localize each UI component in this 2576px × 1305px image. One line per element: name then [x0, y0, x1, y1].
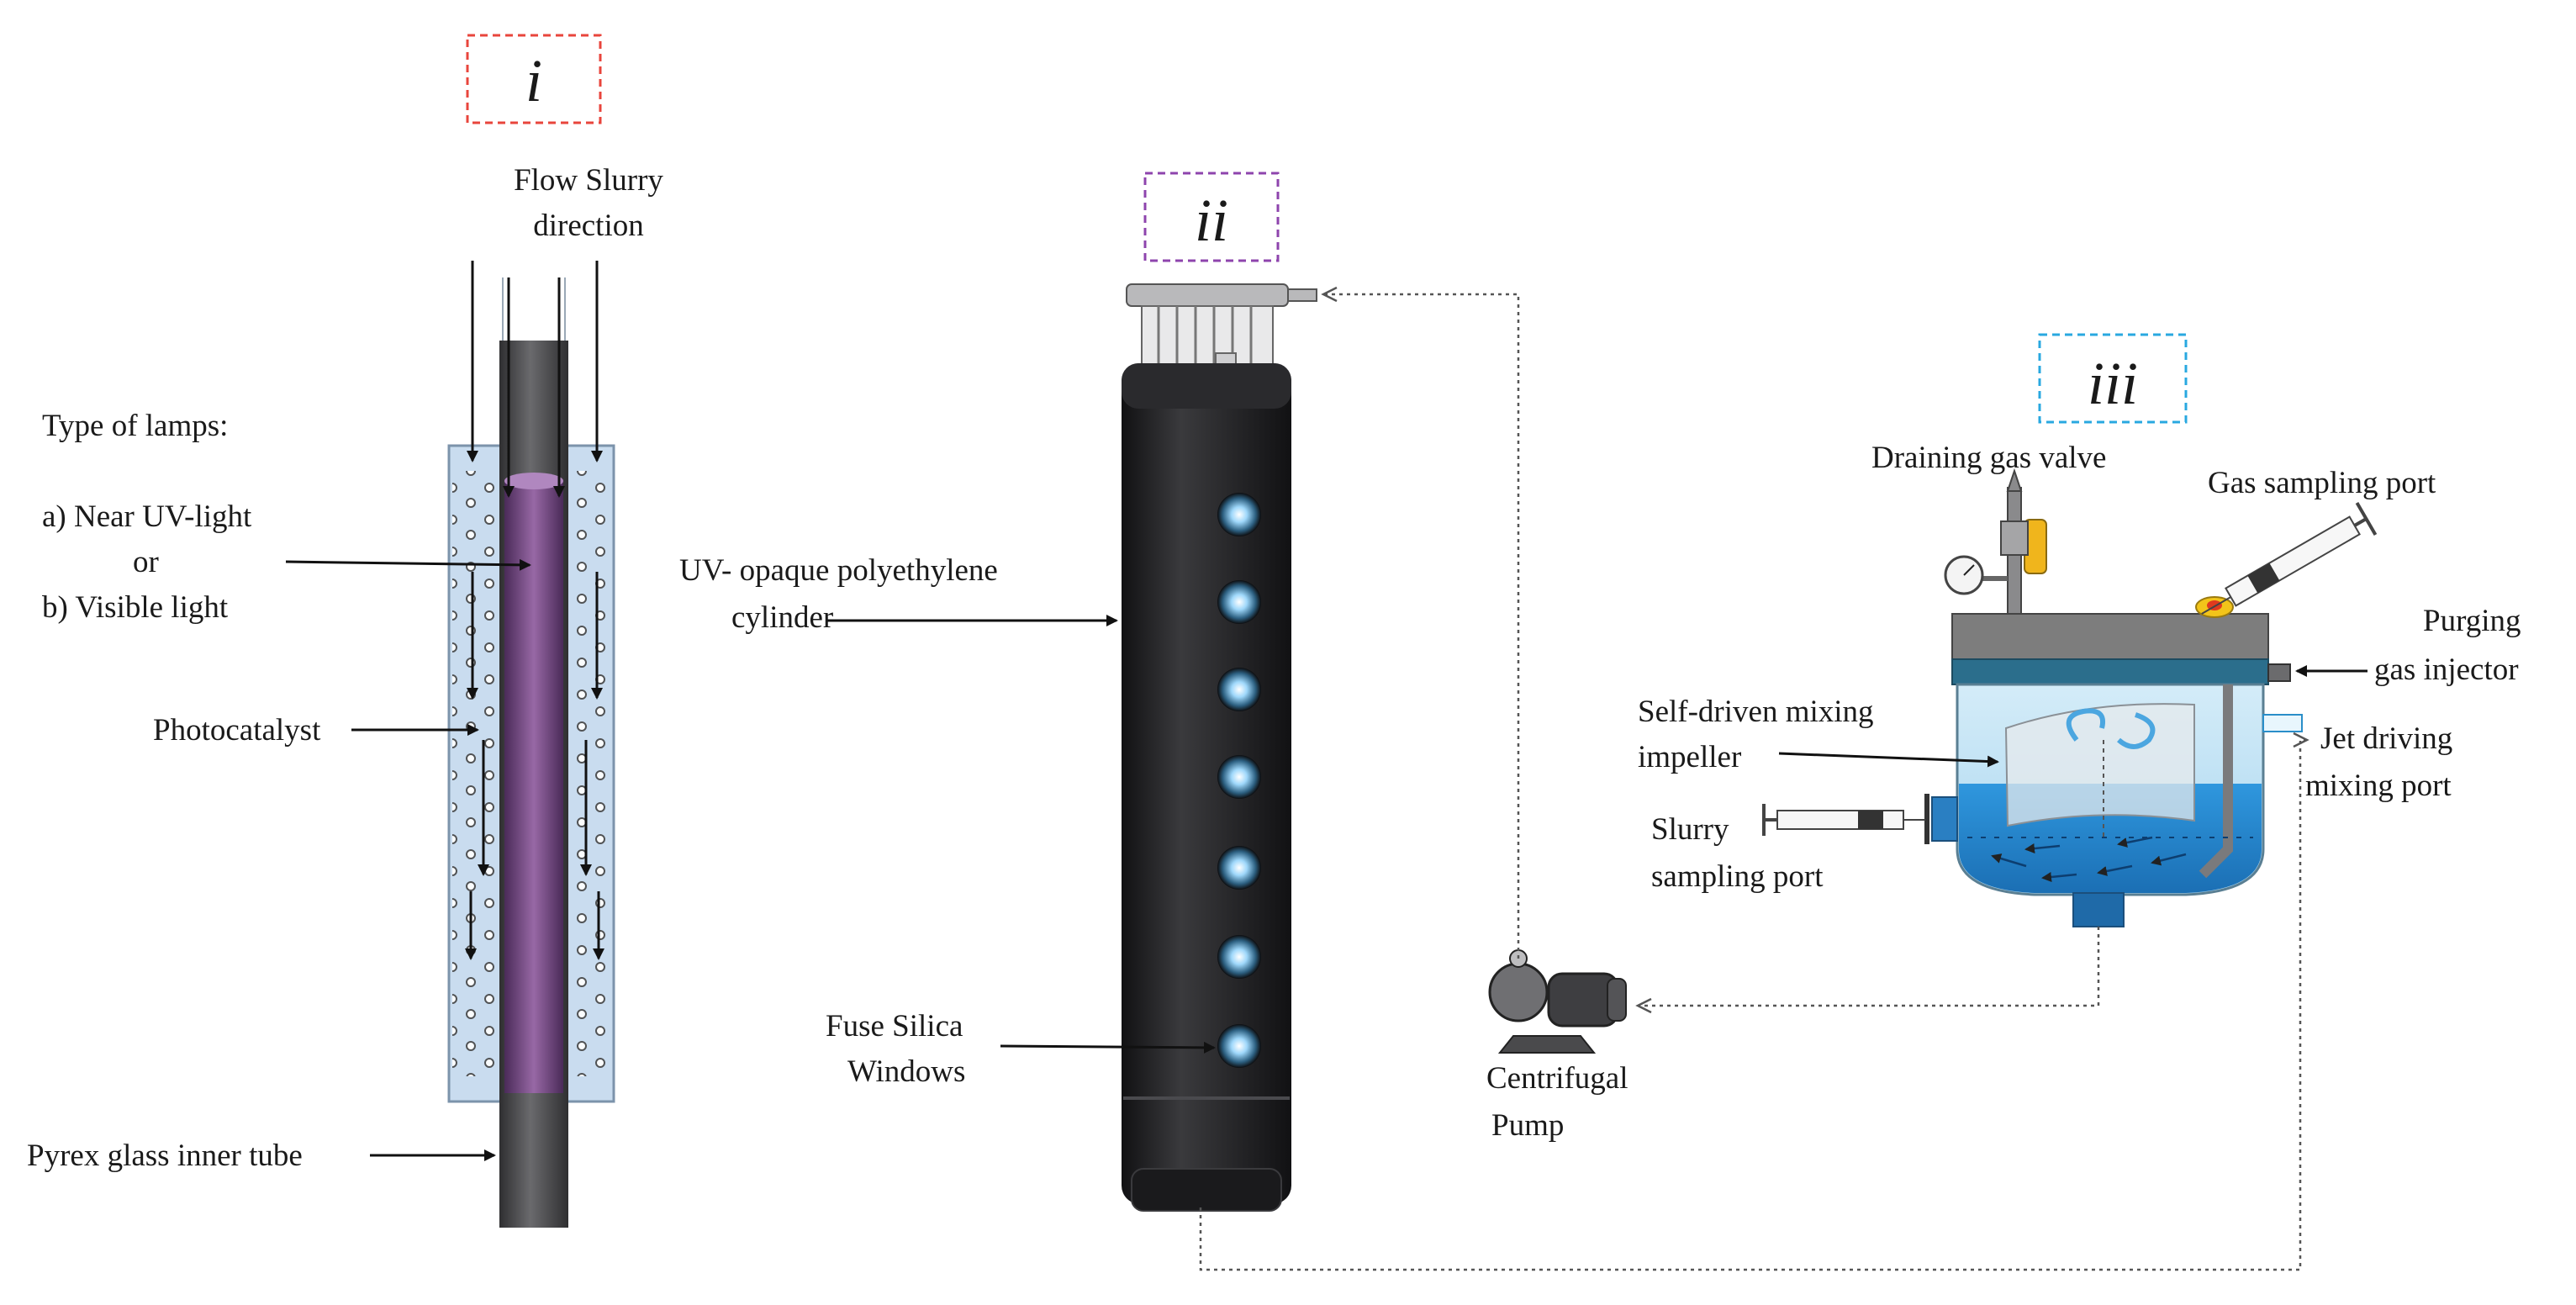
- pump-base: [1497, 1035, 1597, 1054]
- jet-label: Jet driving: [2320, 721, 2452, 756]
- panel-ii-roman: ii: [1195, 187, 1228, 254]
- pump-to-cylinder-line: [1321, 286, 1520, 959]
- panel-iii: iii: [1638, 333, 2521, 927]
- impeller-pointer: [1778, 752, 1999, 768]
- windows-label-2: Windows: [847, 1054, 965, 1089]
- gas-syringe-icon: [2201, 501, 2378, 615]
- silica-window: [1217, 493, 1261, 536]
- swirl-arrow-right: [2117, 712, 2156, 749]
- cylinder-label: UV- opaque polyethylene: [679, 553, 998, 588]
- lamp: [504, 479, 563, 1093]
- silica-window: [1217, 1024, 1261, 1068]
- reactor-lid: [1951, 613, 2269, 660]
- slurry-bubbles-left: [452, 471, 504, 1076]
- flow-direction-label-2: direction: [533, 209, 644, 243]
- panel-ii: ii UV- opaque polyethylene cylinder: [679, 172, 1317, 1212]
- reactor-band: [1951, 658, 2269, 685]
- panel-i-roman: i: [525, 47, 542, 114]
- gas-sampling-label: Gas sampling port: [2208, 466, 2436, 500]
- purging-injector-nozzle: [2267, 663, 2291, 682]
- silica-window: [1217, 755, 1261, 799]
- slurry-sampling-flange: [1931, 796, 1958, 842]
- cylinder-cap: [1126, 283, 1289, 307]
- panel-ii-label-box: [1143, 172, 1280, 262]
- draining-valve-label: Draining gas valve: [1871, 441, 2106, 475]
- jet-pipe: [2199, 684, 2233, 879]
- slurry-port-label: Slurry: [1651, 812, 1729, 847]
- photocatalyst-label: Photocatalyst: [153, 713, 321, 748]
- water-flow-arrows: [1991, 836, 2187, 882]
- flow-direction-label: Flow Slurry: [514, 163, 663, 198]
- cylinder-label-2: cylinder: [731, 600, 833, 635]
- purging-label-2: gas injector: [2374, 652, 2519, 687]
- lamp-type-title: Type of lamps:: [42, 409, 228, 443]
- pump-label-2: Pump: [1491, 1108, 1564, 1143]
- reactor-to-pump-line: [1635, 927, 2100, 1014]
- cylinder-upper-band: [1122, 363, 1291, 409]
- pump-housing: [1488, 962, 1549, 1022]
- centrifugal-pump-icon: [1488, 949, 1627, 1054]
- slurry-port-label-2: sampling port: [1651, 859, 1824, 894]
- lamp-top: [504, 473, 563, 489]
- purging-label: Purging: [2423, 604, 2521, 638]
- lamp-type-a: a) Near UV-light: [42, 499, 252, 534]
- silica-window: [1217, 580, 1261, 624]
- panel-i-label-box: [466, 34, 602, 124]
- polyethylene-cylinder: [1122, 363, 1291, 1204]
- flow-guide-lines: [502, 277, 566, 341]
- impeller-label: Self-driven mixing: [1638, 695, 1874, 729]
- flow-arrows: [465, 261, 604, 960]
- silica-window: [1217, 668, 1261, 711]
- jet-port: [2262, 714, 2303, 732]
- draining-valve-body: [2000, 520, 2029, 556]
- jet-label-2: mixing port: [2305, 769, 2452, 803]
- silica-windows: [1217, 493, 1261, 1068]
- panel-iii-label-box: [2038, 333, 2188, 424]
- lamp-type-or: or: [133, 545, 159, 579]
- lamp-pointer: [285, 558, 531, 571]
- windows-label: Fuse Silica: [826, 1009, 963, 1043]
- cylinder-base: [1131, 1168, 1282, 1212]
- inner-tube-label: Pyrex glass inner tube: [27, 1139, 303, 1173]
- cap-outlet: [1287, 288, 1317, 302]
- reactor-outlet: [2072, 892, 2125, 927]
- silica-window: [1217, 846, 1261, 890]
- lamp-type-b: b) Visible light: [42, 590, 229, 625]
- pump-label: Centrifugal: [1486, 1061, 1628, 1096]
- impeller-label-2: impeller: [1638, 740, 1741, 774]
- windows-pointer: [1000, 1041, 1216, 1054]
- pump-motor-cap: [1607, 978, 1627, 1022]
- impeller-sheet: [2004, 703, 2195, 827]
- silica-window: [1217, 935, 1261, 979]
- cap-cage: [1141, 305, 1274, 367]
- panel-i: i Flow Slurry direction Type: [27, 34, 663, 1228]
- slurry-syringe-icon: [1762, 804, 1925, 836]
- draining-valve-tip: [2006, 468, 2023, 492]
- swirl-arrow-left: [2066, 708, 2105, 742]
- panel-iii-roman: iii: [2088, 350, 2138, 417]
- flow-connection-lines: [1199, 286, 2309, 1271]
- gauge-needle: [1963, 564, 1975, 576]
